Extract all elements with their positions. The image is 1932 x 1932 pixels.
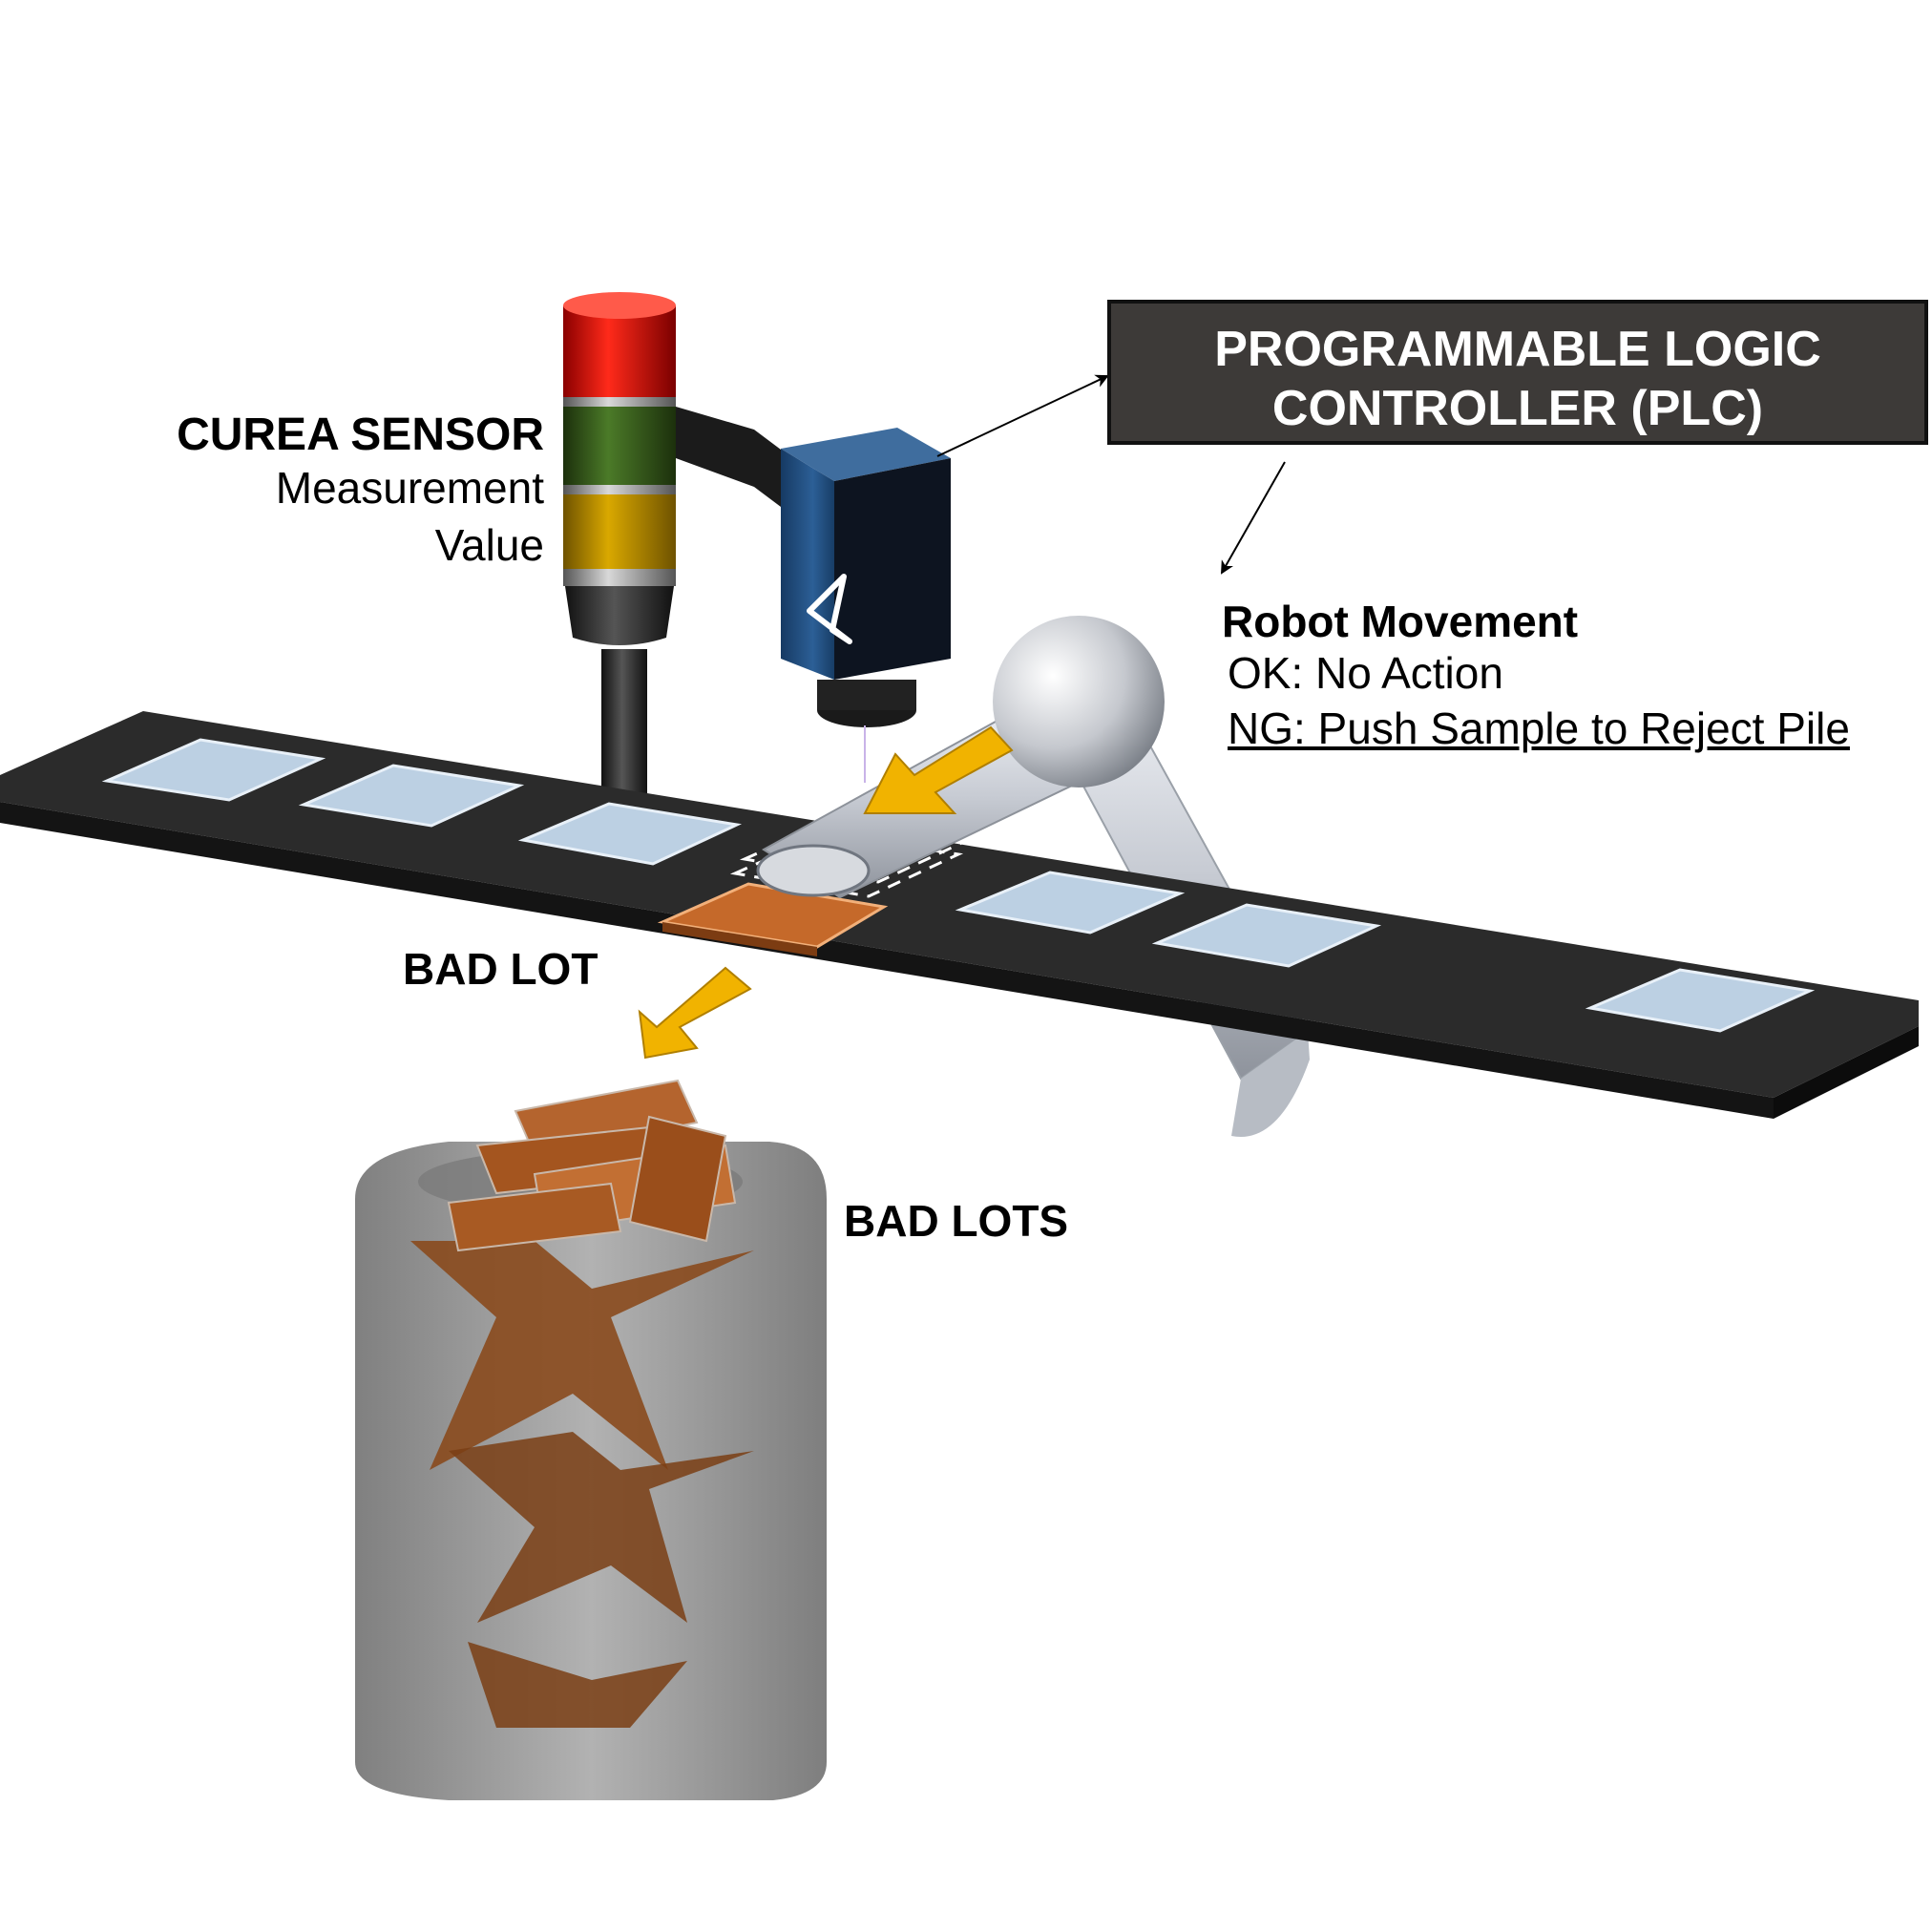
drop-direction-arrow [638,966,752,1060]
good-sample [1585,968,1816,1033]
push-direction-arrow [863,725,1014,814]
sensor-caption-line1: Measurement [275,463,544,513]
bad-sample [657,882,889,956]
sensor-caption-line2: Value [434,520,544,570]
stack-light [563,292,676,645]
plc-box: PROGRAMMABLE LOGIC CONTROLLER (PLC) [1107,300,1928,445]
good-sample [298,764,525,828]
robot-joint [993,616,1165,788]
good-sample [955,871,1186,934]
reject-bin [355,1142,827,1800]
robot-ng-action: NG: Push Sample to Reject Pile [1228,704,1850,753]
good-sample [1151,903,1382,968]
sensor-title: CUREA SENSOR [177,410,544,460]
bad-lots-label: BAD LOTS [844,1196,1069,1246]
plc-title-line1: PROGRAMMABLE LOGIC [1214,322,1821,377]
bad-lot-label: BAD LOT [403,944,598,994]
mounting-bracket [676,407,792,515]
robot-movement-title: Robot Movement [1222,597,1579,646]
sensor-to-plc-arrow [936,374,1109,457]
good-samples [101,738,1816,1033]
good-sample [101,738,326,802]
reject-pile [447,1079,737,1252]
robot-ok-action: OK: No Action [1228,648,1503,698]
conveyor-belt [0,711,1919,1119]
camera-sensor [781,428,951,783]
plc-title-line2: CONTROLLER (PLC) [1271,381,1764,436]
plc-to-robot-arrow [1221,461,1286,575]
good-sample [517,802,743,866]
